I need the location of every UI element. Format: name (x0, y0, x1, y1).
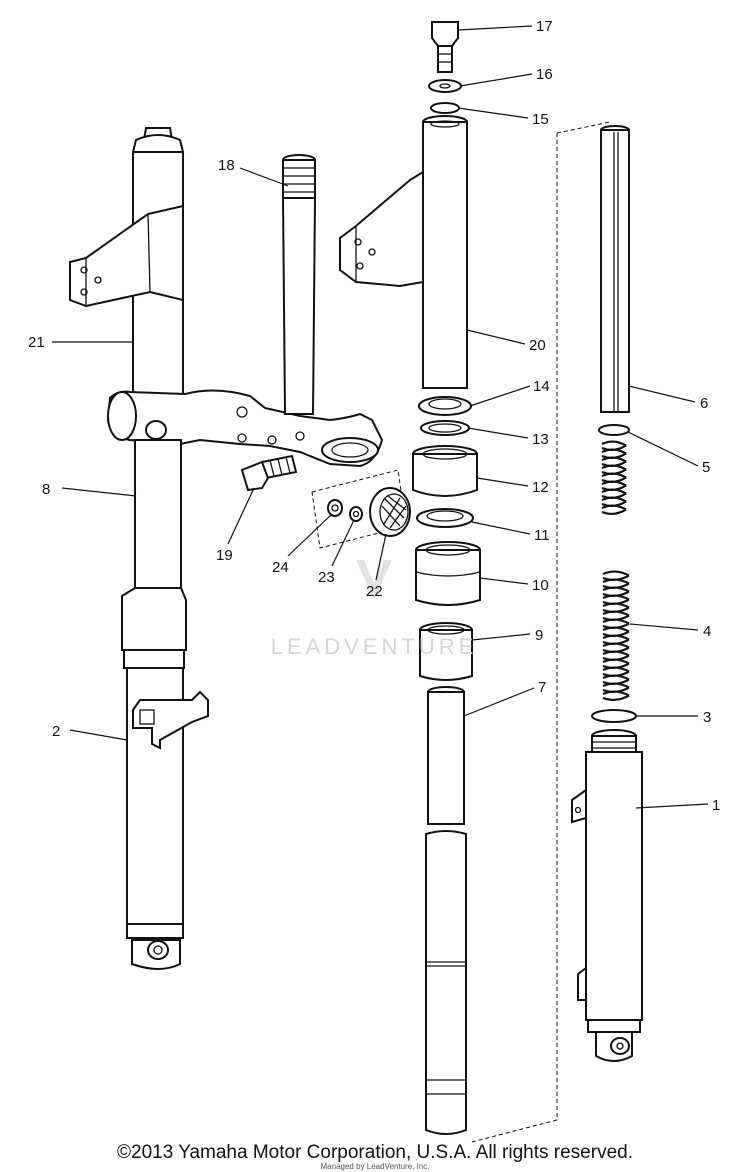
watermark: LEADVENTURE (271, 560, 478, 659)
callout-15: 15 (532, 111, 549, 128)
callout-14: 14 (533, 378, 550, 395)
callout-23: 23 (318, 569, 335, 586)
leader-lines (52, 25, 709, 809)
callout-2: 2 (52, 723, 60, 740)
assembled-fork-left (69, 127, 384, 970)
callout-7: 7 (538, 679, 546, 696)
callout-24: 24 (272, 559, 289, 576)
copyright-text: ©2013 Yamaha Motor Corporation, U.S.A. A… (117, 1142, 633, 1163)
callout-20: 20 (529, 337, 546, 354)
steering-stem (281, 154, 317, 415)
callout-labels: 17 16 15 18 21 20 14 13 6 5 12 8 19 24 2… (28, 18, 720, 814)
cap-nut-washer (311, 469, 411, 549)
callout-13: 13 (532, 431, 549, 448)
managed-by-text: Managed by LeadVenture, Inc. (321, 1162, 430, 1171)
right-exploded-column (571, 125, 643, 1062)
watermark-text: LEADVENTURE (271, 634, 478, 659)
callout-6: 6 (700, 395, 708, 412)
center-exploded-column (339, 21, 481, 1135)
callout-12: 12 (532, 479, 549, 496)
callout-4: 4 (703, 623, 711, 640)
callout-8: 8 (42, 481, 50, 498)
callout-9: 9 (535, 627, 543, 644)
callout-16: 16 (536, 66, 553, 83)
callout-1: 1 (712, 797, 720, 814)
callout-5: 5 (702, 459, 710, 476)
callout-11: 11 (534, 527, 550, 544)
callout-17: 17 (536, 18, 553, 35)
callout-22: 22 (366, 583, 383, 600)
bolt-19 (240, 454, 298, 492)
callout-3: 3 (703, 709, 711, 726)
callout-10: 10 (532, 577, 549, 594)
callout-18: 18 (218, 157, 235, 174)
callout-19: 19 (216, 547, 233, 564)
callout-21: 21 (28, 334, 45, 351)
